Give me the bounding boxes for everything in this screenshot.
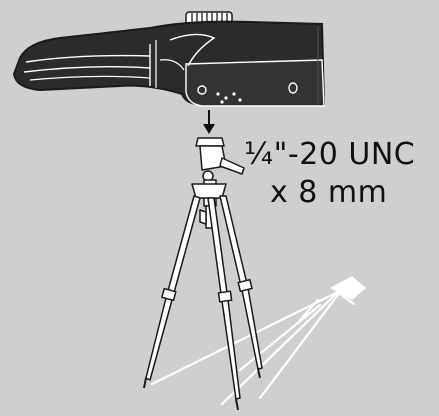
tripod-icon — [143, 137, 263, 411]
thread-spec-label: ¼"-20 UNC x 8 mm — [244, 136, 434, 212]
arrow-down-icon — [203, 110, 215, 134]
device-icon — [12, 11, 326, 107]
thread-depth: x 8 mm — [270, 175, 388, 210]
thread-size: ¼"-20 UNC — [244, 137, 416, 172]
tripod-shadow-icon — [150, 276, 366, 406]
